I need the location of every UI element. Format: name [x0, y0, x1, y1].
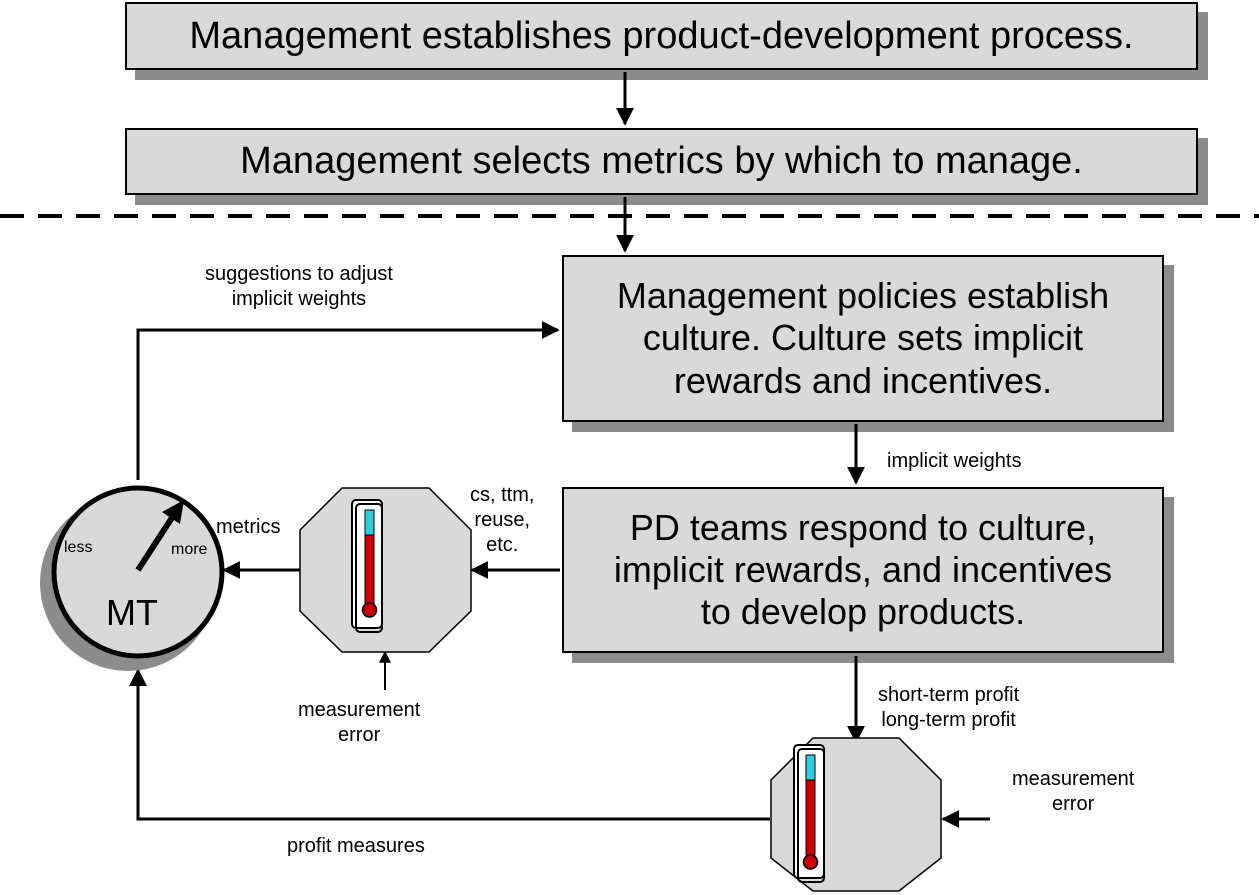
profit-measures-label: profit measures: [287, 835, 425, 857]
measurement-error-label-1: measurement error: [298, 699, 421, 746]
gauge-more-label: more: [171, 541, 208, 558]
meter-gauge-icon: [40, 485, 225, 671]
metrics-selection-box: Management selects metrics by which to m…: [125, 128, 1198, 195]
metric-list-label: cs, ttm, reuse, etc.: [470, 484, 535, 556]
process-box-text: Management establishes product-developme…: [189, 14, 1134, 57]
metrics-label: metrics: [216, 516, 281, 538]
culture-box: Management policies establish culture. C…: [562, 255, 1164, 422]
culture-box-text: Management policies establish culture. C…: [616, 275, 1110, 401]
arrow-profit-measures-to-gauge: [129, 668, 770, 821]
gauge-name: MT: [106, 592, 158, 633]
process-box: Management establishes product-developme…: [125, 2, 1198, 70]
profit-thermometer-icon: [770, 737, 942, 892]
metrics-selection-box-text: Management selects metrics by which to m…: [240, 140, 1083, 183]
profit-label: short-term profit long-term profit: [878, 684, 1020, 731]
implicit-weights-label: implicit weights: [887, 450, 1022, 472]
suggestions-label: suggestions to adjust implicit weights: [205, 263, 393, 310]
arrow-suggestions-to-culture: [136, 321, 560, 480]
metrics-thermometer-icon: [299, 487, 472, 653]
pd-teams-box-text: PD teams respond to culture, implicit re…: [613, 506, 1113, 633]
pd-teams-box: PD teams respond to culture, implicit re…: [562, 487, 1164, 653]
measurement-error-label-2: measurement error: [1012, 768, 1135, 815]
gauge-less-label: less: [64, 539, 93, 556]
